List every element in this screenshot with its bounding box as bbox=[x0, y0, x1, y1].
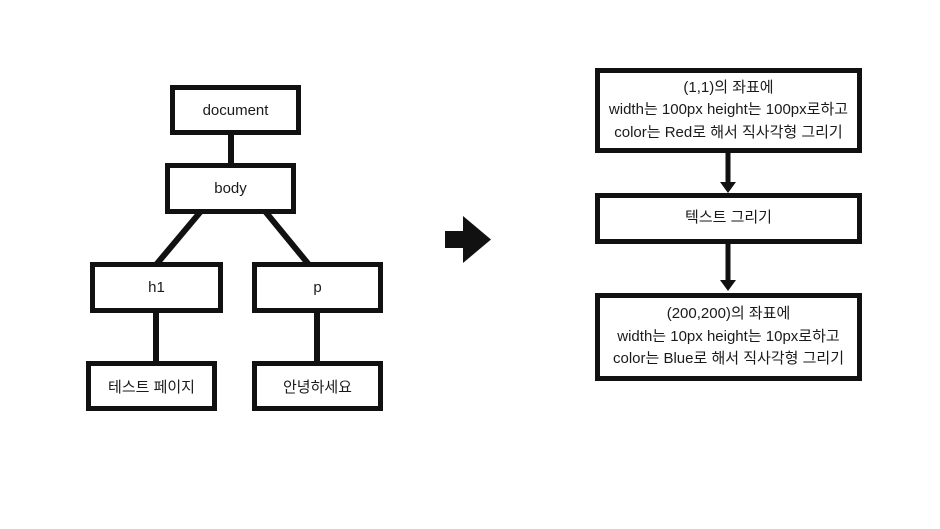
tree-node-document: document bbox=[170, 85, 301, 135]
tree-node-p-text: 안녕하세요 bbox=[252, 361, 383, 411]
flow-step3-line1: (200,200)의 좌표에 bbox=[666, 305, 791, 323]
edge-body-h1 bbox=[152, 208, 205, 268]
flow-step1-line2: width는 100px height는 100px로하고 bbox=[608, 101, 849, 119]
tree-node-p-text-label: 안녕하세요 bbox=[282, 378, 352, 396]
edge-body-p bbox=[261, 208, 313, 268]
tree-node-body: body bbox=[165, 163, 296, 214]
tree-node-h1: h1 bbox=[90, 262, 223, 313]
tree-node-body-label: body bbox=[214, 180, 247, 197]
tree-node-document-label: document bbox=[202, 101, 269, 119]
flow-step1-line3: color는 Red로 해서 직사각형 그리기 bbox=[614, 123, 843, 141]
flow-step3-line3: color는 Blue로 해서 직사각형 그리기 bbox=[612, 350, 844, 368]
flow-step2-line1: 텍스트 그리기 bbox=[685, 209, 772, 227]
flow-step-draw-red-rect: (1,1)의 좌표에 width는 100px height는 100px로하고… bbox=[595, 68, 862, 153]
flow-arrow-1-head-icon bbox=[720, 182, 736, 193]
tree-node-p: p bbox=[252, 262, 383, 313]
flow-arrow-2-head-icon bbox=[720, 280, 736, 291]
flow-step1-line1: (1,1)의 좌표에 bbox=[683, 78, 774, 96]
flow-step-draw-text: 텍스트 그리기 bbox=[595, 193, 862, 244]
tree-node-h1-label: h1 bbox=[148, 279, 165, 296]
tree-node-p-label: p bbox=[313, 279, 322, 296]
flow-step-draw-blue-rect: (200,200)의 좌표에 width는 10px height는 10px로… bbox=[595, 293, 862, 381]
transform-right-arrow-icon bbox=[445, 216, 491, 263]
tree-node-h1-text-label: 테스트 페이지 bbox=[108, 378, 195, 396]
tree-node-h1-text: 테스트 페이지 bbox=[86, 361, 217, 411]
flow-step3-line2: width는 10px height는 10px로하고 bbox=[617, 327, 840, 345]
